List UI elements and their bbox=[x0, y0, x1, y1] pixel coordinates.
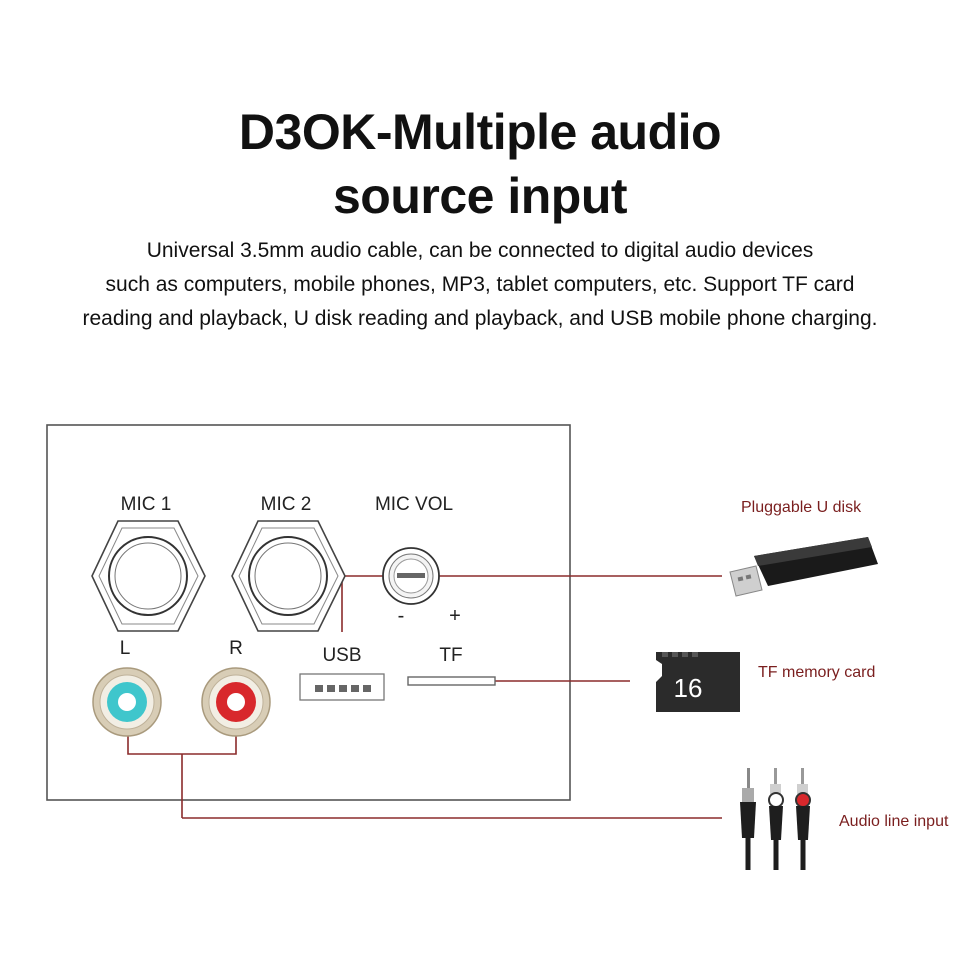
title-line-2: source input bbox=[332, 168, 628, 224]
tf-card-label: TF memory card bbox=[758, 664, 875, 681]
rca-right-label: R bbox=[229, 638, 243, 659]
page-title: D3OK-Multiple audio source input bbox=[0, 100, 960, 228]
rca-left-label: L bbox=[120, 638, 131, 659]
plus-label: + bbox=[449, 605, 461, 627]
audio-cable-icon bbox=[740, 768, 811, 870]
u-disk-label: Pluggable U disk bbox=[741, 499, 862, 516]
tf-card-number: 16 bbox=[674, 673, 703, 703]
mic1-label: MIC 1 bbox=[121, 494, 172, 515]
tf-card-icon: 16 bbox=[656, 652, 740, 712]
description: Universal 3.5mm audio cable, can be conn… bbox=[0, 234, 960, 336]
usb-label: USB bbox=[322, 645, 361, 666]
description-line-3: reading and playback, U disk reading and… bbox=[82, 307, 878, 330]
mic1-jack bbox=[91, 520, 206, 632]
mic-vol-knob bbox=[382, 547, 440, 605]
usb-port bbox=[299, 673, 385, 701]
description-line-2: such as computers, mobile phones, MP3, t… bbox=[105, 273, 855, 296]
tf-label: TF bbox=[439, 645, 462, 666]
mic2-jack bbox=[231, 520, 346, 632]
title-line-1: D3OK-Multiple audio bbox=[238, 104, 722, 160]
minus-label: - bbox=[398, 605, 405, 627]
mic-vol-label: MIC VOL bbox=[375, 494, 453, 515]
u-disk-icon bbox=[729, 537, 878, 597]
mic2-label: MIC 2 bbox=[261, 494, 312, 515]
description-line-1: Universal 3.5mm audio cable, can be conn… bbox=[146, 239, 814, 262]
rear-panel bbox=[46, 424, 571, 801]
tf-slot bbox=[407, 676, 496, 686]
rca-right-jack bbox=[201, 667, 271, 737]
rca-left-jack bbox=[92, 667, 162, 737]
audio-line-label: Audio line input bbox=[839, 813, 949, 830]
rca-bracket bbox=[127, 735, 237, 755]
